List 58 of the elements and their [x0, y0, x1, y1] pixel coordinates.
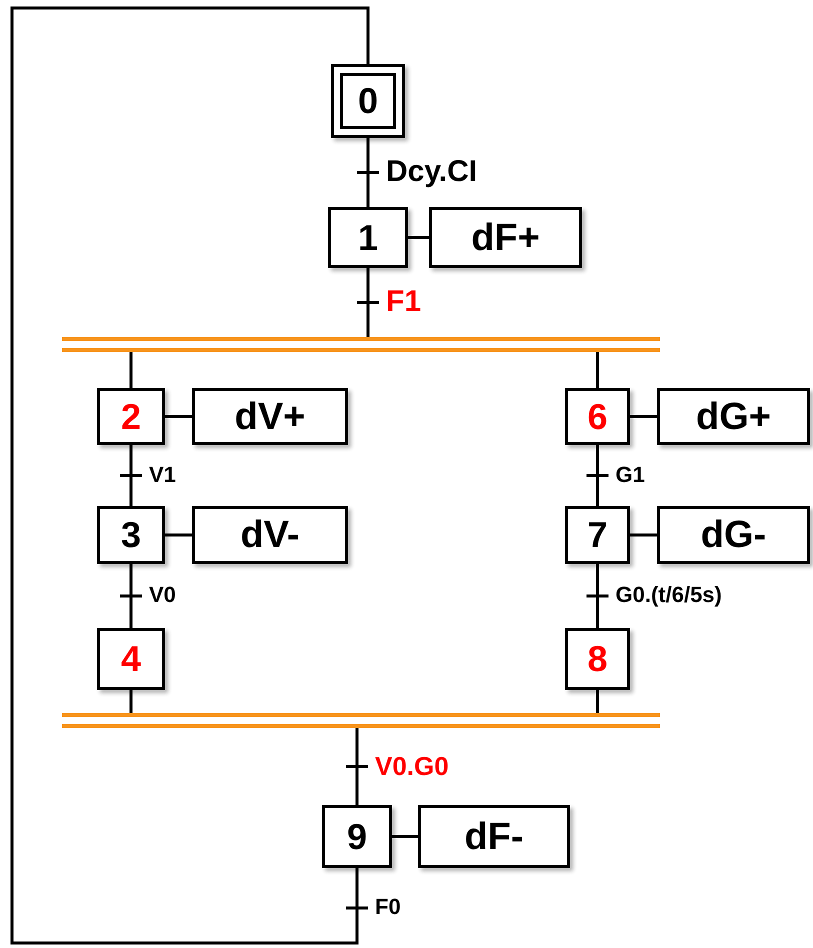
link-line: [130, 564, 132, 628]
action-box: [192, 388, 348, 445]
action-box: [192, 506, 348, 564]
step-box: [322, 805, 392, 868]
transition-label: V0: [149, 584, 176, 606]
transition-label: G1: [616, 464, 645, 486]
link-line: [630, 415, 657, 418]
link-line: [596, 690, 599, 713]
action-box: [657, 506, 810, 564]
action-box: [418, 805, 570, 868]
step-box: [328, 207, 408, 268]
action-text: dV+: [234, 398, 306, 436]
link-line: [366, 138, 370, 207]
synchronization-bar: [62, 337, 660, 352]
link-line: [596, 352, 599, 388]
action-box: [657, 388, 810, 445]
link-line: [408, 236, 429, 239]
step-number: 6: [587, 398, 608, 434]
transition-label: Dcy.CI: [386, 156, 478, 186]
action-box: [429, 207, 582, 268]
link-line: [130, 690, 132, 713]
step-number: 2: [120, 398, 142, 434]
step-box: [97, 388, 165, 445]
transition-label: F0: [375, 896, 401, 918]
link-line: [130, 445, 132, 506]
action-text: dG-: [700, 516, 766, 554]
link-line: [366, 268, 370, 337]
transition-label: V1: [149, 464, 176, 486]
step-number: 3: [120, 517, 142, 553]
transition-label: V0.G0: [375, 752, 449, 778]
step-box: [97, 506, 165, 564]
action-text: dV-: [240, 516, 300, 554]
link-line: [392, 835, 418, 838]
synchronization-bar: [62, 713, 660, 728]
link-line: [630, 534, 657, 536]
step-number: 7: [587, 517, 608, 553]
step-number: 0: [358, 83, 378, 119]
link-line: [165, 534, 192, 536]
link-line: [596, 445, 599, 506]
action-text: dF-: [464, 818, 524, 856]
step-number: 8: [587, 641, 608, 677]
link-line: [130, 352, 132, 388]
step-box: [565, 628, 630, 690]
link-line: [165, 415, 192, 418]
step-box: [565, 388, 630, 445]
step-number: 1: [358, 220, 378, 256]
step-box: [565, 506, 630, 564]
step-number: 9: [346, 818, 368, 854]
link-line: [596, 564, 599, 628]
action-text: dG+: [696, 398, 771, 436]
link-line: [10, 6, 370, 944]
transition-label: G0.(t/6/5s): [616, 584, 722, 606]
link-line: [356, 728, 358, 805]
step-number: 4: [120, 641, 142, 677]
transition-label: F1: [386, 286, 422, 316]
action-text: dF+: [471, 218, 540, 256]
initial-step-box: [331, 64, 405, 138]
step-box: [97, 628, 165, 690]
